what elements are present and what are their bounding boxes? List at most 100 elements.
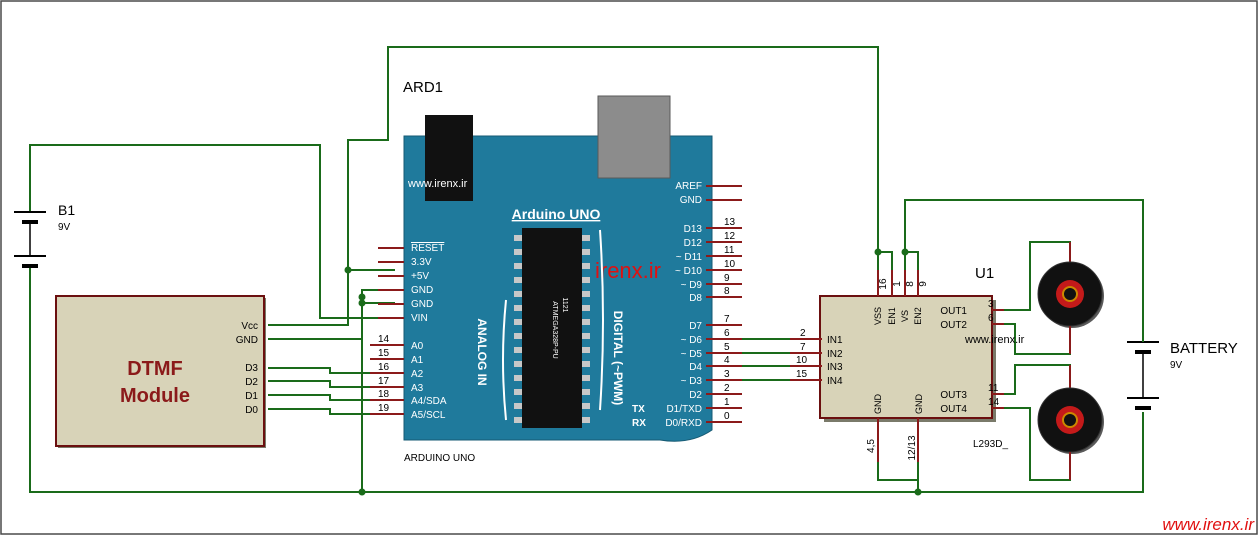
motor-1: [1037, 242, 1104, 354]
l293d-label-en2: EN2: [913, 307, 923, 325]
usb-connector: [597, 95, 671, 179]
pin-num-d3: 3: [724, 369, 730, 380]
arduino-power-pins: RESET 3.3V +5V GND GND VIN: [378, 243, 444, 324]
l293d-ref: U1: [975, 265, 994, 282]
arduino-analog-pins: 14 15 16 17 18 19 A0 A1 A2 A3 A4/SDA A5/…: [370, 334, 447, 421]
arduino-watermark: www.irenx.ir: [407, 178, 468, 190]
l293d-out3-num: 11: [988, 383, 999, 394]
pin-label-d3: ~ D3: [681, 376, 703, 387]
l293d-out3-label: OUT3: [940, 390, 967, 401]
l293d-out4-label: OUT4: [940, 404, 967, 415]
l293d-driver: U1 16 1 8 9 VSS EN1 VS EN2 2 7 10 15 IN1…: [790, 265, 1025, 462]
analog-title: ANALOG IN: [475, 318, 489, 385]
l293d-in4-num: 15: [796, 369, 808, 380]
analog-bracket: [502, 299, 507, 421]
pin-num-d0: 0: [724, 411, 730, 422]
pin-label-d11: ~ D11: [676, 252, 703, 263]
l293d-gnd-label-1: GND: [873, 394, 883, 415]
pin-label-a2: A2: [411, 369, 424, 380]
l293d-in2-num: 7: [800, 342, 806, 353]
l293d-in3-label: IN3: [827, 362, 843, 373]
l293d-pin-9: 9: [918, 281, 929, 287]
l293d-label-vss: VSS: [873, 307, 883, 325]
junction-dots: [344, 248, 922, 496]
l293d-in1-num: 2: [800, 328, 806, 339]
dtmf-pin-d3: D3: [245, 363, 258, 374]
arduino-digital-pins: 13 12 11 10 9 8 7 6 5 4 3 2 1 0 D13 D12 …: [665, 217, 742, 429]
pin-label-d9: ~ D9: [681, 280, 703, 291]
pin-label-d6: ~ D6: [681, 335, 703, 346]
battery-main-value: 9V: [1170, 360, 1183, 371]
dtmf-pin-vcc: Vcc: [241, 321, 258, 332]
dtmf-title-line1: DTMF: [127, 358, 183, 380]
l293d-pin-16: 16: [878, 278, 889, 290]
arduino-ref: ARD1: [403, 79, 443, 96]
digital-title: DIGITAL (~PWM): [611, 311, 625, 406]
l293d-watermark: www.irenx.ir: [964, 334, 1025, 346]
arduino-uno: ARD1 www.irenx.ir Arduino UNO ATMEGA328P…: [370, 79, 742, 464]
pin-gnd-top: GND: [680, 195, 702, 206]
pin-label-d7: D7: [689, 321, 702, 332]
motor-2: [1037, 365, 1104, 480]
dtmf-pin-gnd: GND: [236, 335, 258, 346]
pin-num-d4: 4: [724, 355, 730, 366]
battery-main-ref: BATTERY: [1170, 340, 1238, 357]
battery-main: BATTERY 9V: [1120, 330, 1238, 412]
b1-ref: B1: [58, 202, 75, 218]
pin-label-a1: A1: [411, 355, 424, 366]
pin-label-a0: A0: [411, 341, 424, 352]
footer-watermark: www.irenx.ir: [1162, 515, 1255, 534]
pin-num-d2: 2: [724, 383, 730, 394]
l293d-out1-num: 3: [988, 299, 994, 310]
l293d-in4-label: IN4: [827, 376, 843, 387]
b1-value: 9V: [58, 222, 71, 233]
pin-vin: VIN: [411, 313, 428, 324]
l293d-in1-label: IN1: [827, 335, 843, 346]
pin-label-d12: D12: [684, 238, 703, 249]
pin-label-d10: ~ D10: [675, 266, 702, 277]
pin-num-d12: 12: [724, 231, 736, 242]
digital-bracket: [599, 229, 604, 411]
chip-sublabel: 1121: [561, 297, 568, 312]
pin-label-a4: A4/SDA: [411, 396, 447, 407]
pin-label-d13: D13: [684, 224, 703, 235]
pin-num-a4: 18: [378, 389, 390, 400]
pin-gnd-1: GND: [411, 285, 433, 296]
pin-label-d4: D4: [689, 362, 702, 373]
l293d-out1-label: OUT1: [940, 306, 967, 317]
arduino-board-name: Arduino UNO: [512, 206, 601, 222]
rx-label: RX: [632, 418, 646, 429]
center-watermark: irenx.ir: [595, 258, 661, 283]
l293d-gnd-pin-1: 4,5: [866, 439, 877, 453]
pin-num-d7: 7: [724, 314, 730, 325]
pin-num-d5: 5: [724, 342, 730, 353]
pin-label-a3: A3: [411, 383, 424, 394]
pin-reset: RESET: [411, 243, 444, 254]
chip-pins: [514, 235, 590, 423]
pin-num-a3: 17: [378, 376, 390, 387]
dtmf-pin-d0: D0: [245, 405, 258, 416]
pin-num-d10: 10: [724, 259, 736, 270]
l293d-in3-num: 10: [796, 355, 808, 366]
pin-label-d2: D2: [689, 390, 702, 401]
l293d-out2-num: 6: [988, 313, 994, 324]
pin-gnd-2: GND: [411, 299, 433, 310]
pin-num-d13: 13: [724, 217, 736, 228]
pin-aref: AREF: [675, 181, 702, 192]
pin-label-d1: D1/TXD: [666, 404, 702, 415]
pin-num-d1: 1: [724, 397, 730, 408]
l293d-pin-1: 1: [892, 281, 903, 287]
l293d-out4-num: 14: [988, 397, 1000, 408]
l293d-in2-label: IN2: [827, 349, 843, 360]
l293d-pin-8: 8: [905, 281, 916, 287]
pin-num-a1: 15: [378, 348, 390, 359]
tx-label: TX: [632, 404, 645, 415]
atmega-chip: [522, 228, 582, 428]
pin-3v3: 3.3V: [411, 257, 432, 268]
l293d-part: L293D_: [973, 439, 1008, 450]
chip-label: ATMEGA328P-PU: [551, 301, 558, 358]
battery-b1: B1 9V: [14, 200, 75, 268]
arduino-footer: ARDUINO UNO: [404, 453, 475, 464]
pin-num-a5: 19: [378, 403, 390, 414]
